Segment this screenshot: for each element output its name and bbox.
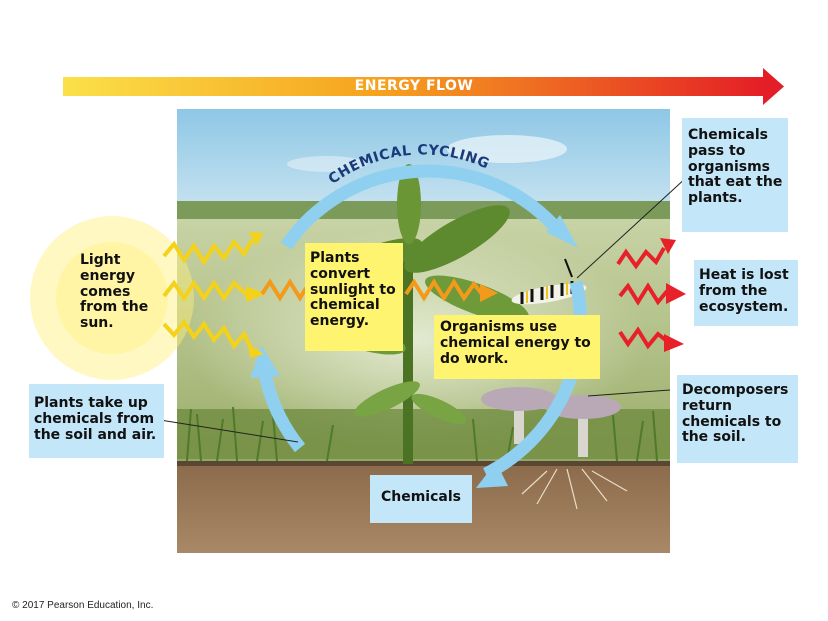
plants-convert-callout: Plants convert sunlight to chemical ener… <box>305 243 403 351</box>
organisms-use-callout: Organisms use chemical energy to do work… <box>434 315 600 379</box>
heat-zigzags <box>616 247 670 350</box>
light-energy-callout: Light energy comes from the sun. <box>80 252 149 332</box>
energy-zigzag-plant <box>260 278 484 302</box>
chemicals-pass-callout: Chemicals pass to organisms that eat the… <box>682 118 788 232</box>
cycle-arrowhead-left <box>250 346 280 378</box>
cycle-arrowhead-right <box>546 215 578 248</box>
plants-take-up-callout: Plants take up chemicals from the soil a… <box>29 384 164 458</box>
heat-lost-callout: Heat is lost from the ecosystem. <box>694 260 798 326</box>
chemicals-box: Chemicals <box>370 475 472 523</box>
callout-connectors <box>159 175 689 443</box>
cycle-arrowhead-bottom <box>476 462 508 488</box>
light-energy-zigzags <box>162 238 254 351</box>
ecosystem-scene <box>177 109 670 553</box>
energy-flow-label: ENERGY FLOW <box>354 78 474 94</box>
decomposers-callout: Decomposers return chemicals to the soil… <box>677 375 798 463</box>
copyright-notice: © 2017 Pearson Education, Inc. <box>12 600 154 611</box>
